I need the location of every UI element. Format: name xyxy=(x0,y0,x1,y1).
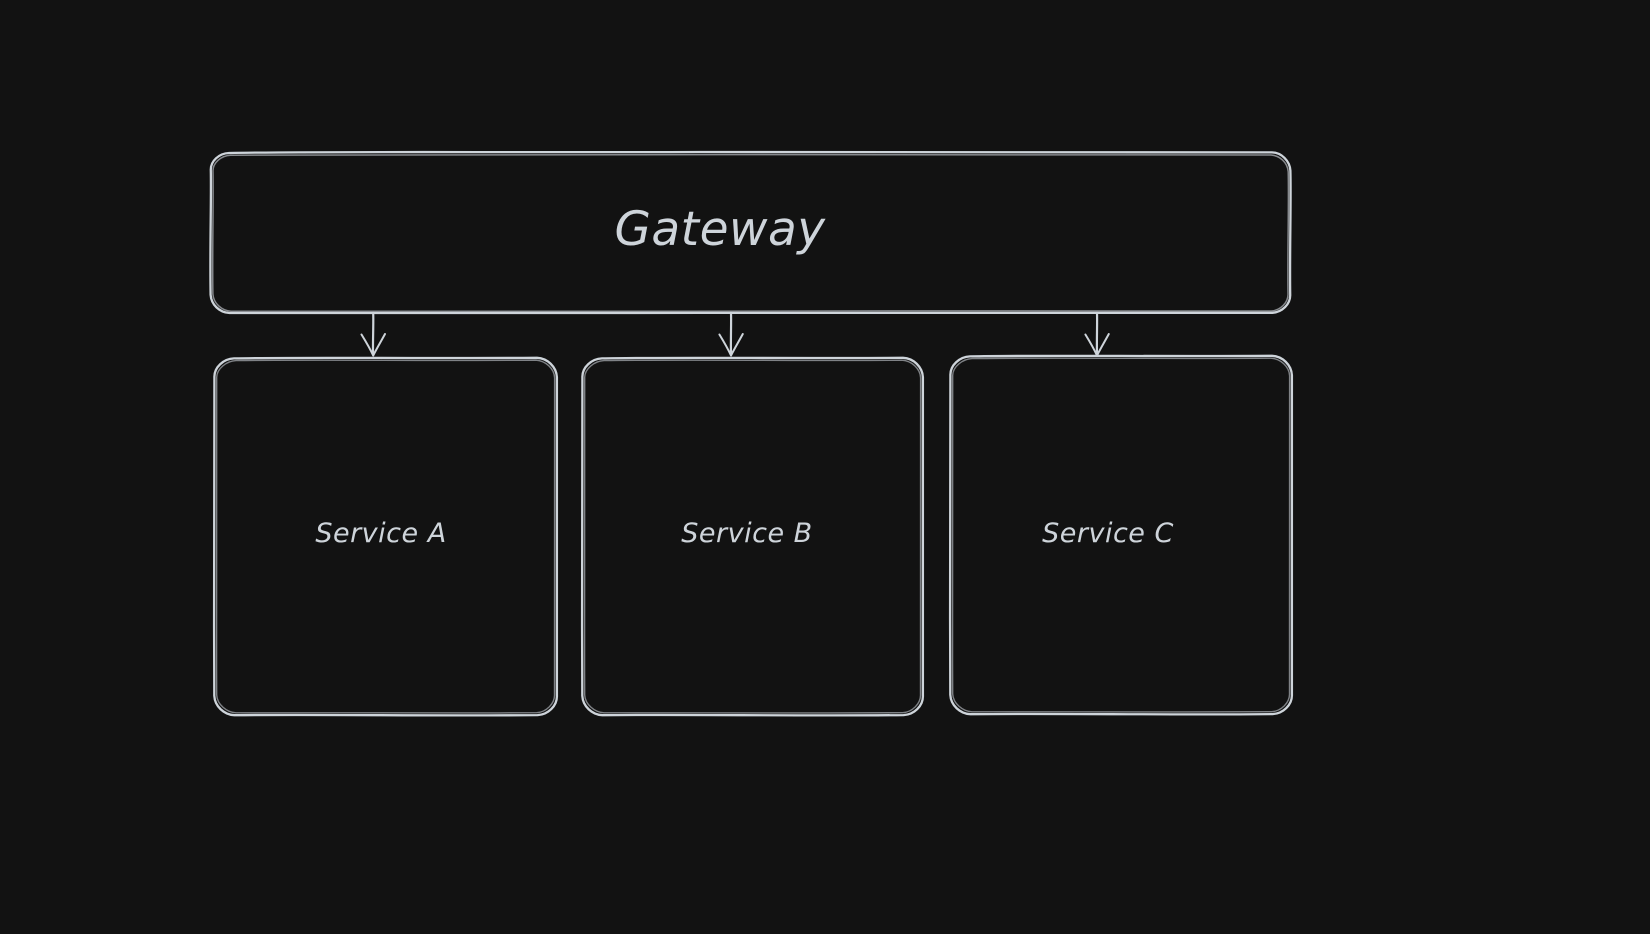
service-a-box-outline-pass1 xyxy=(212,356,559,717)
service-b-box-outline-pass1 xyxy=(580,356,925,717)
gateway-label: Gateway xyxy=(614,202,826,257)
connector-gateway-to-service-c[interactable] xyxy=(1084,311,1110,357)
service-b-box-outline-pass2 xyxy=(583,359,922,714)
service-c-box-outline-pass1 xyxy=(948,354,1294,716)
gateway-box-outline-pass1 xyxy=(209,150,1292,315)
node-service-c[interactable]: Service C xyxy=(948,354,1294,716)
node-service-a[interactable]: Service A xyxy=(212,356,559,717)
service-c-label: Service C xyxy=(1042,518,1174,549)
connector-c-arrowhead-icon xyxy=(1084,333,1110,357)
node-service-b[interactable]: Service B xyxy=(580,356,925,717)
service-c-box-outline-pass2 xyxy=(951,357,1291,713)
service-b-label: Service B xyxy=(681,518,812,549)
service-a-label: Service A xyxy=(315,518,446,549)
connector-gateway-to-service-b[interactable] xyxy=(718,311,744,357)
connector-a-arrowhead-icon xyxy=(360,333,386,357)
service-a-box-outline-pass2 xyxy=(215,359,556,714)
connector-gateway-to-service-a[interactable] xyxy=(360,311,386,357)
connector-b-arrowhead-icon xyxy=(718,333,744,357)
gateway-box-outline-pass2 xyxy=(211,153,1290,313)
node-gateway[interactable]: Gateway xyxy=(209,150,1292,315)
